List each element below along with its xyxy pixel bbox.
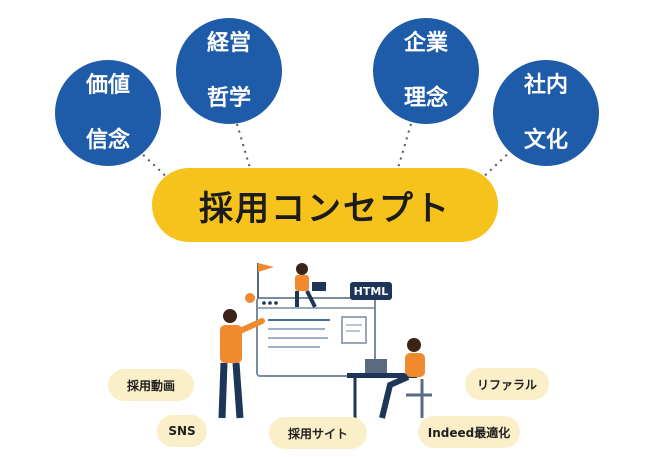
channel-sns: SNS <box>157 415 207 447</box>
circle-line: 経営 <box>206 30 251 56</box>
circle-line: 理念 <box>403 85 448 111</box>
circle-line: 社内 <box>523 72 568 98</box>
recruitment-concept-banner: 採用コンセプト <box>152 168 498 242</box>
circle-line: 信念 <box>85 127 130 153</box>
standing-man-body <box>220 325 242 363</box>
connector-philosophy <box>236 123 251 169</box>
desk <box>347 373 417 378</box>
team-illustration: HTML <box>218 263 432 419</box>
channel-recruit-video: 採用動画 <box>108 369 194 401</box>
circle-corporate-mission: 企業 理念 <box>373 18 479 124</box>
connector-mission <box>397 123 412 169</box>
circle-management-philosophy: 経営 哲学 <box>176 18 282 124</box>
circle-line: 企業 <box>403 30 448 56</box>
connector-values <box>137 149 173 183</box>
circle-line: 文化 <box>523 127 568 153</box>
circle-values-beliefs: 価値 信念 <box>55 60 161 166</box>
circle-line: 哲学 <box>206 85 251 111</box>
connector-culture <box>477 149 513 183</box>
html-tag-label: HTML <box>354 285 389 298</box>
seated-woman-head <box>407 338 421 352</box>
top-person-body <box>295 275 309 291</box>
channel-referral: リファラル <box>465 368 549 400</box>
flag-icon <box>258 263 274 272</box>
circle-company-culture: 社内 文化 <box>493 60 599 166</box>
circle-line: 価値 <box>85 72 130 98</box>
laptop-icon <box>312 282 326 291</box>
top-person-head <box>296 263 308 275</box>
content-card <box>341 316 367 344</box>
channel-recruit-site: 採用サイト <box>269 417 367 449</box>
orange-ball <box>245 293 255 303</box>
seated-woman-body <box>405 353 425 377</box>
standing-man-head <box>223 309 237 323</box>
channel-indeed: Indeed最適化 <box>418 416 520 448</box>
desk-laptop-icon <box>365 359 387 373</box>
html-tag <box>350 282 392 300</box>
